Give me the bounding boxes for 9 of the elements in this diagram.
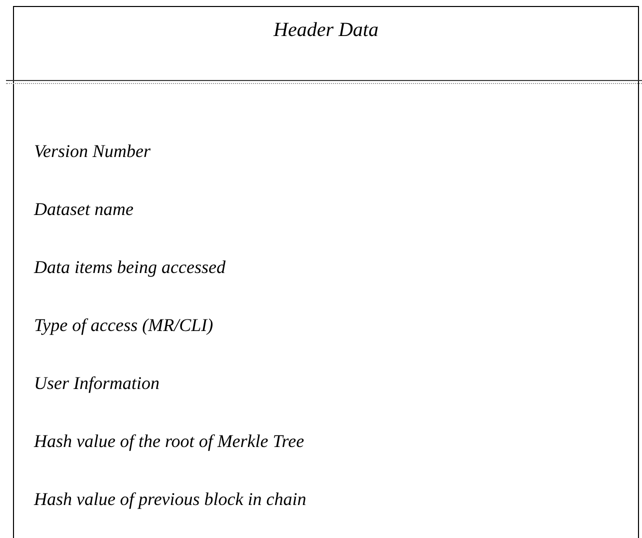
header-data-box: [13, 6, 639, 538]
field-label: Type of access (MR/CLI): [34, 315, 214, 336]
field-label: Dataset name: [34, 199, 134, 220]
field-label: Hash value of previous block in chain: [34, 489, 306, 510]
field-label: Hash value of the root of Merkle Tree: [34, 431, 304, 452]
field-label: Data items being accessed: [34, 257, 226, 278]
field-label: User Information: [34, 373, 160, 394]
field-label: Version Number: [34, 141, 150, 162]
header-title: Header Data: [272, 19, 380, 42]
